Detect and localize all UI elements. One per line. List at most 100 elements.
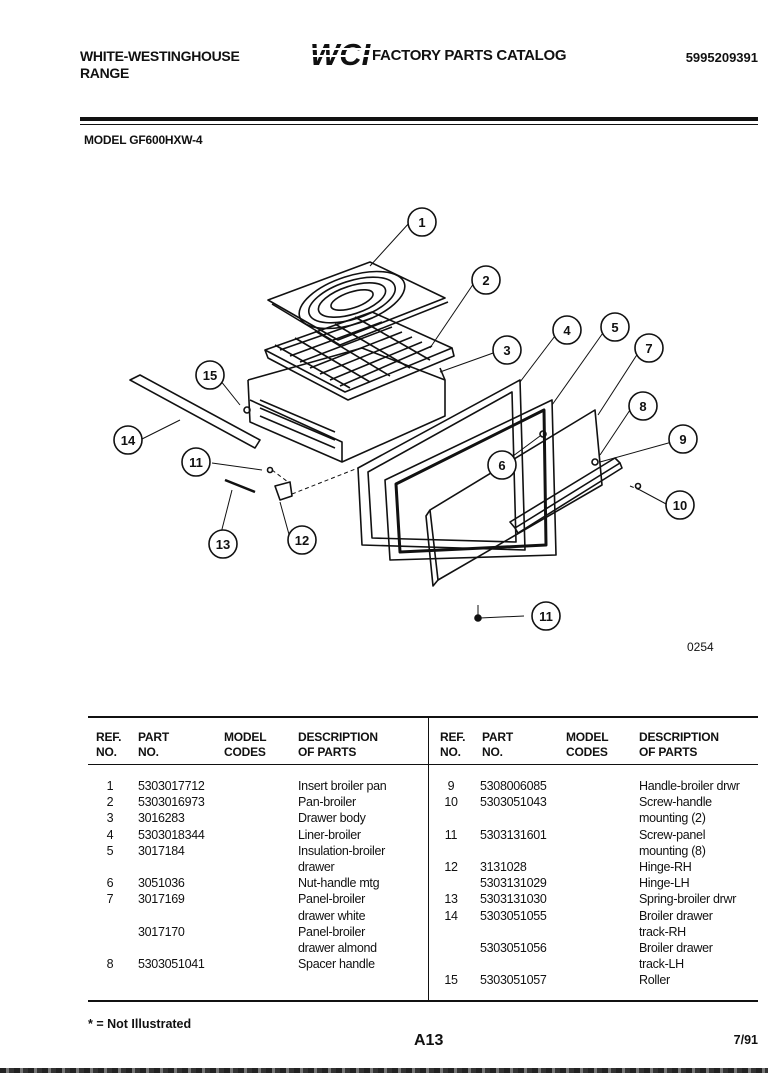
table-cell-desc: Screw-handle: [639, 795, 712, 810]
table-cell-ref: 15: [444, 973, 458, 988]
brand-block: WHITE-WESTINGHOUSE RANGE: [80, 48, 240, 82]
table-cell-ref: 10: [444, 795, 458, 810]
callout-7: 7: [634, 333, 664, 363]
table-cell-part: 5303051041: [138, 957, 205, 972]
callout-2: 2: [471, 265, 501, 295]
col-ref-right: REF. NO.: [440, 730, 466, 759]
brand-name: WHITE-WESTINGHOUSE: [80, 48, 240, 64]
table-cell-part: 5303051057: [480, 973, 547, 988]
svg-text:10: 10: [673, 498, 687, 513]
table-cell-desc: Spacer handle: [298, 957, 375, 972]
col-part-left: PART NO.: [138, 730, 169, 759]
svg-text:7: 7: [645, 341, 652, 356]
table-cell-desc: mounting (2): [639, 811, 706, 826]
exploded-parts-diagram: 1 2 3 4 5 7 8 9 10 11 12 13 14 15 6 11: [113, 207, 698, 631]
table-cell-desc: Roller: [639, 973, 670, 988]
table-cell-desc: Drawer body: [298, 811, 366, 826]
table-cell-desc: Nut-handle mtg: [298, 876, 380, 891]
callout-13: 13: [208, 529, 238, 559]
callout-3: 3: [492, 335, 522, 365]
svg-text:8: 8: [639, 399, 646, 414]
table-cell-part: 3017170: [138, 924, 185, 939]
table-cell-desc: Panel-broiler: [298, 924, 365, 939]
table-cell-desc: track-RH: [639, 924, 686, 939]
svg-text:15: 15: [203, 368, 217, 383]
callout-11-upper: 11: [181, 447, 211, 477]
table-cell-desc: drawer: [298, 860, 335, 874]
model-number: MODEL GF600HXW-4: [84, 133, 203, 147]
panel-drawing: [429, 409, 603, 581]
table-cell-part: 5303131029: [480, 876, 547, 891]
svg-text:12: 12: [295, 533, 309, 548]
table-cell-ref: 2: [106, 795, 114, 810]
table-cell-ref: 13: [444, 892, 458, 907]
document-number: 5995209391: [685, 50, 758, 65]
callouts: 1 2 3 4 5 7 8 9 10 11 12 13 14 15 6 11: [113, 207, 698, 631]
product-type: RANGE: [80, 65, 130, 81]
drawer-track-drawing: [129, 374, 261, 449]
table-top-rule: [88, 716, 758, 718]
table-cell-part: 3017184: [138, 843, 185, 858]
svg-text:14: 14: [121, 433, 136, 448]
svg-text:6: 6: [498, 458, 505, 473]
table-cell-desc: Handle-broiler drwr: [639, 779, 740, 793]
table-cell-part: 3051036: [138, 876, 185, 891]
col-part-right: PART NO.: [482, 730, 513, 759]
table-cell-part: 3131028: [480, 860, 527, 874]
table-cell-desc: track-LH: [639, 957, 684, 972]
table-cell-part: 5303051055: [480, 908, 547, 923]
svg-text:5: 5: [611, 320, 618, 335]
callout-11-lower: 11: [531, 601, 561, 631]
scan-edge: [0, 1068, 768, 1073]
callout-12: 12: [287, 525, 317, 555]
col-ref-left: REF. NO.: [96, 730, 122, 759]
table-cell-ref: 14: [444, 908, 458, 923]
table-cell-part: 5308006085: [480, 779, 547, 793]
table-divider: [428, 716, 429, 1002]
table-cell-ref: 1: [106, 779, 114, 793]
table-cell-desc: Broiler drawer: [639, 941, 713, 955]
table-cell-desc: Screw-panel: [639, 827, 706, 842]
table-cell-ref: 5: [106, 843, 114, 858]
table-cell-desc: mounting (8): [639, 843, 706, 858]
table-header-rule: [88, 764, 758, 765]
wci-logo: WCI: [308, 38, 372, 68]
revision-date: 7/91: [733, 1033, 758, 1047]
callout-9: 9: [668, 424, 698, 454]
liner-drawing: [357, 379, 526, 551]
col-codes-left: MODEL CODES: [224, 730, 267, 759]
table-cell-ref: 12: [444, 860, 458, 874]
table-cell-desc: Insulation-broiler: [298, 843, 386, 858]
handle-drawing: [509, 457, 621, 529]
table-cell-desc: Insert broiler pan: [298, 779, 387, 793]
table-cell-desc: drawer white: [298, 908, 366, 923]
figure-code: 0254: [687, 640, 714, 654]
logo-text: WCI: [310, 38, 372, 68]
insert-broiler-pan-drawing: [267, 261, 449, 346]
page-number: A13: [414, 1032, 444, 1049]
svg-text:1: 1: [418, 215, 425, 230]
table-cell-desc: Liner-broiler: [298, 827, 361, 842]
footnote: * = Not Illustrated: [88, 1017, 192, 1031]
header-rule: [80, 117, 758, 121]
callout-1: 1: [407, 207, 437, 237]
svg-text:11: 11: [189, 455, 203, 470]
table-cell-part: 5303017712: [138, 779, 205, 793]
insulation-drawing: [384, 399, 557, 561]
table-cell-desc: drawer almond: [298, 941, 377, 955]
callout-15: 15: [195, 360, 225, 390]
table-cell-ref: 7: [106, 892, 114, 907]
table-cell-part: 5303131030: [480, 892, 547, 907]
table-cell-ref: 6: [106, 876, 114, 891]
svg-text:9: 9: [679, 432, 686, 447]
table-cell-desc: Hinge-RH: [639, 860, 692, 874]
callout-8: 8: [628, 391, 658, 421]
table-bottom-rule: [88, 1000, 758, 1002]
broiler-pan-drawing: [264, 311, 455, 401]
table-cell-ref: 8: [106, 957, 114, 972]
callout-6: 6: [487, 450, 517, 480]
table-cell-part: 5303016973: [138, 795, 205, 810]
table-cell-part: 3017169: [138, 892, 185, 907]
svg-text:2: 2: [482, 273, 489, 288]
callout-14: 14: [113, 425, 143, 455]
